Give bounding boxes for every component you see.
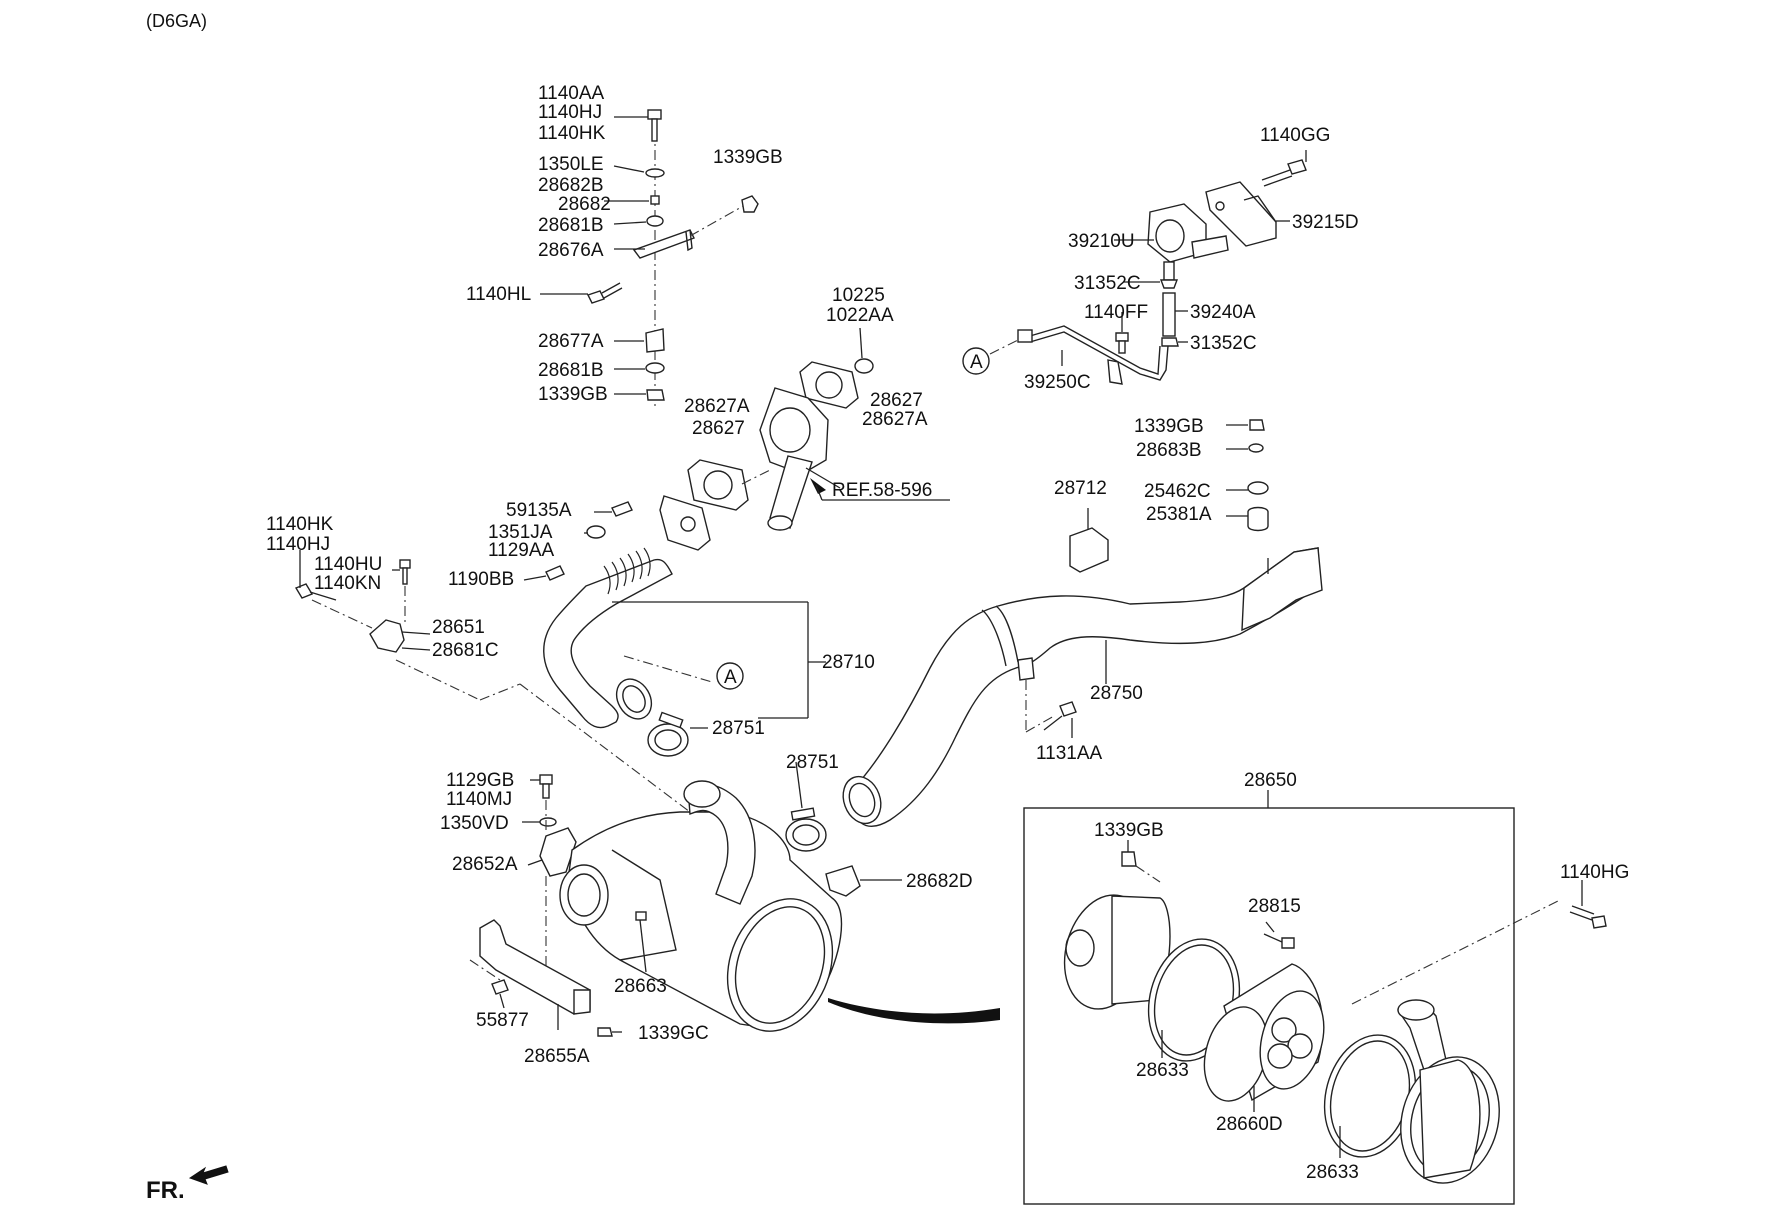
callout-1140HU: 1140HU: [314, 554, 382, 575]
callout-39215D: 39215D: [1292, 212, 1359, 233]
callout-31352C-top: 31352C: [1074, 273, 1141, 294]
callout-1339GB-c: 1339GB: [1134, 416, 1204, 437]
callout-28710: 28710: [822, 652, 875, 673]
callout-1140KN: 1140KN: [314, 573, 381, 594]
callout-1339GC: 1339GC: [638, 1023, 709, 1044]
callout-1339GB-d: 1339GB: [1094, 820, 1164, 841]
callout-28751-a: 28751: [712, 718, 765, 739]
callout-28682D: 28682D: [906, 871, 973, 892]
callout-25462C: 25462C: [1144, 481, 1211, 502]
callout-28627-left: 28627: [692, 418, 745, 439]
front-exhaust-pipe: [523, 495, 826, 757]
circle-A-left: A: [724, 667, 737, 688]
circle-A-right: A: [970, 352, 983, 373]
callout-28751-b: 28751: [786, 752, 839, 773]
callout-28627-right: 28627: [870, 390, 923, 411]
callout-1339GB-a: 1339GB: [713, 147, 783, 168]
callout-28683B: 28683B: [1136, 440, 1202, 461]
callout-ref-58-596: REF.58-596: [832, 480, 932, 501]
dpf-exploded-view-box: [1023, 790, 1607, 1205]
callout-1131AA: 1131AA: [1036, 743, 1103, 764]
callout-1350VD: 1350VD: [440, 813, 509, 834]
callout-1022AA: 1022AA: [826, 305, 894, 326]
callout-1140HJ-left: 1140HJ: [266, 534, 330, 555]
callout-28712: 28712: [1054, 478, 1107, 499]
callout-28627A-right: 28627A: [862, 409, 928, 430]
callout-1129GB: 1129GB: [446, 770, 514, 791]
callout-1140GG: 1140GG: [1260, 125, 1330, 146]
callout-28815: 28815: [1248, 896, 1301, 917]
callout-28650: 28650: [1244, 770, 1297, 791]
exhaust-throttle-valve: [687, 327, 950, 531]
callout-1140HG: 1140HG: [1560, 862, 1629, 883]
front-arrow-icon: [188, 1165, 229, 1185]
tail-pipe: [842, 547, 1323, 828]
callout-28652A: 28652A: [452, 854, 518, 875]
front-indicator-label: FR.: [146, 1177, 185, 1204]
callout-31352C-bot: 31352C: [1190, 333, 1257, 354]
callout-28677A: 28677A: [538, 331, 604, 352]
callout-1140FF: 1140FF: [1084, 302, 1148, 323]
callout-1351JA: 1351JA: [488, 522, 553, 543]
callout-25381A: 25381A: [1146, 504, 1212, 525]
left-mount-bracket: [294, 550, 691, 813]
rear-mount-parts: [1069, 419, 1269, 573]
callout-59135A: 59135A: [506, 500, 572, 521]
callout-39210U: 39210U: [1068, 231, 1135, 252]
catalyst-dpf-assembly: [469, 761, 1000, 1037]
callout-1140MJ: 1140MJ: [446, 789, 512, 810]
callout-39240A: 39240A: [1190, 302, 1256, 323]
callout-28663: 28663: [614, 976, 667, 997]
callout-1140HK-top: 1140HK: [538, 123, 606, 144]
engine-code-label: (D6GA): [146, 11, 207, 31]
callout-28651: 28651: [432, 617, 485, 638]
callout-1129AA: 1129AA: [488, 540, 555, 561]
callout-1140AA: 1140AA: [538, 83, 605, 104]
callout-28633-a: 28633: [1136, 1060, 1189, 1081]
callout-28682: 28682: [558, 194, 611, 215]
callout-28682B: 28682B: [538, 175, 604, 196]
callout-28681B-bot: 28681B: [538, 360, 604, 381]
callout-1339GB-b: 1339GB: [538, 384, 608, 405]
callout-28681C: 28681C: [432, 640, 499, 661]
pressure-sensor-assembly: [962, 150, 1307, 385]
callout-28750: 28750: [1090, 683, 1143, 704]
callout-10225: 10225: [832, 285, 885, 306]
callout-39250C: 39250C: [1024, 372, 1091, 393]
callout-1350LE: 1350LE: [538, 154, 604, 175]
callout-28676A: 28676A: [538, 240, 604, 261]
callout-55877: 55877: [476, 1010, 529, 1031]
callout-28633-b: 28633: [1306, 1162, 1359, 1183]
callout-1140HK-left: 1140HK: [266, 514, 334, 535]
callout-28627A-left: 28627A: [684, 396, 750, 417]
callout-1140HJ-top: 1140HJ: [538, 102, 602, 123]
callout-28655A: 28655A: [524, 1046, 590, 1067]
callout-28660D: 28660D: [1216, 1114, 1283, 1135]
callout-1140HL: 1140HL: [466, 284, 531, 305]
callout-1190BB: 1190BB: [448, 569, 514, 590]
callout-28681B-top: 28681B: [538, 215, 604, 236]
hanger-bracket-stack: [540, 109, 759, 410]
